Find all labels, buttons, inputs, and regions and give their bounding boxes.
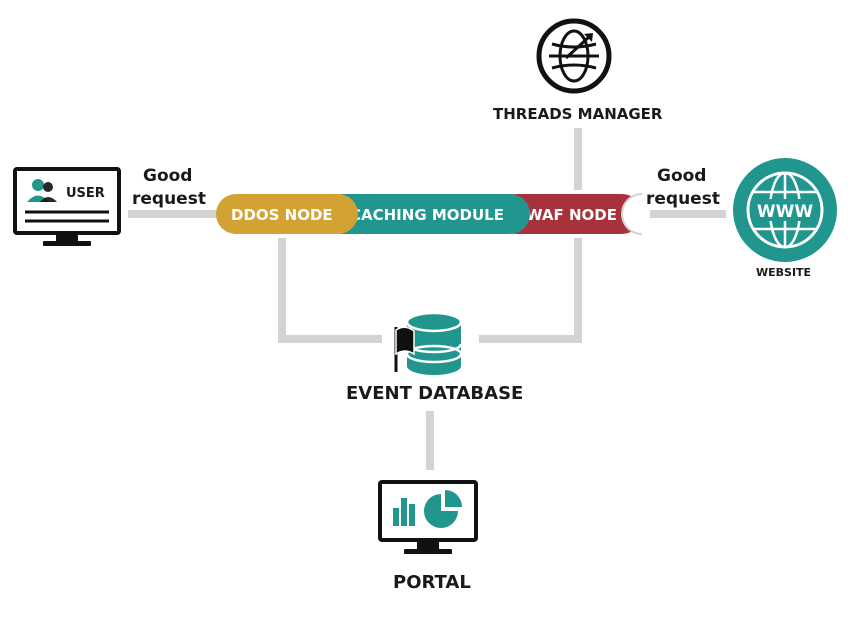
pipeline-end-cap (622, 194, 650, 234)
caching-module-label: CACHING MODULE (350, 206, 504, 224)
ddos-node-label: DDOS NODE (231, 206, 333, 224)
event-database-node[interactable]: EVENT DATABASE (346, 311, 523, 404)
connector-ddos-to-database (278, 238, 382, 343)
www-globe-icon: WWW (733, 158, 837, 262)
website-label: WEBSITE (756, 266, 811, 279)
good-request-label-left: Good request (132, 166, 206, 209)
good-request-left-line2: request (132, 189, 206, 209)
connectors (128, 128, 726, 470)
event-database-label: EVENT DATABASE (346, 383, 523, 404)
portal-bar-1 (393, 508, 399, 526)
connector-waf-to-database (479, 238, 582, 343)
pipeline: WAF NODE CACHING MODULE DDOS NODE (216, 193, 650, 235)
portal-node[interactable]: PORTAL (378, 480, 478, 593)
caching-module[interactable]: CACHING MODULE (322, 194, 530, 234)
chart-monitor-icon (378, 480, 478, 554)
svg-text:WWW: WWW (757, 202, 814, 222)
waf-node[interactable]: WAF NODE (496, 194, 642, 234)
threads-manager-node[interactable]: THREADS MANAGER (493, 18, 663, 123)
user-node[interactable]: USER (13, 167, 121, 246)
good-request-label-right: Good request (646, 166, 720, 209)
ddos-node[interactable]: DDOS NODE (216, 194, 358, 234)
threads-manager-label: THREADS MANAGER (493, 105, 663, 123)
user-monitor-icon (13, 167, 121, 246)
good-request-right-line1: Good (657, 166, 706, 186)
globe-threads-icon (536, 18, 612, 94)
database-flag-icon (394, 311, 463, 375)
user-label: USER (66, 186, 105, 201)
portal-label: PORTAL (393, 572, 471, 593)
portal-bar-3 (409, 504, 415, 526)
good-request-right-line2: request (646, 189, 720, 209)
good-request-left-line1: Good (143, 166, 192, 186)
portal-bar-2 (401, 498, 407, 526)
website-node[interactable]: WWW WEBSITE (733, 158, 837, 279)
waf-node-label: WAF NODE (526, 206, 617, 224)
